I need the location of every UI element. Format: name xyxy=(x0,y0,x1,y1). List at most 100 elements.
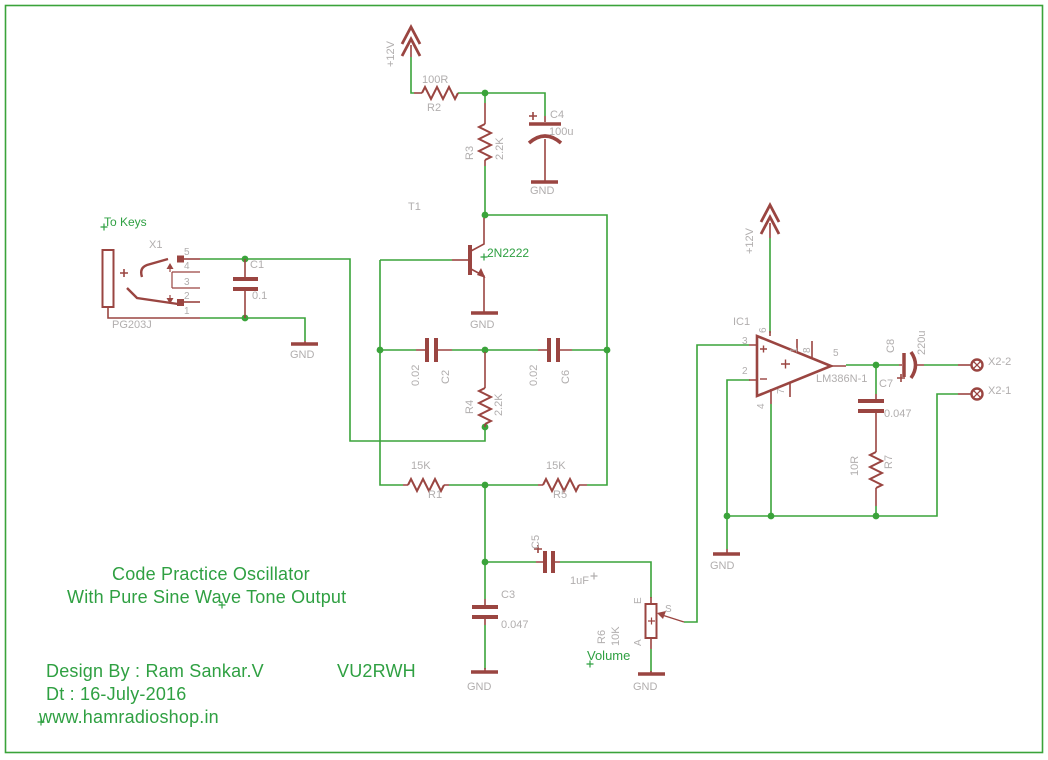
opamp-IC1[interactable] xyxy=(749,331,846,404)
label-ic1-value: LM386N-1 xyxy=(816,373,868,385)
resistor-R7[interactable] xyxy=(867,416,885,506)
plus-mark xyxy=(781,359,790,369)
capacitor-C1[interactable] xyxy=(233,259,258,318)
label-r6-top: E xyxy=(633,597,644,604)
label-x1-pin1: 1 xyxy=(184,306,190,317)
title-line1: Code Practice Oscillator xyxy=(112,564,310,584)
label-x1-pin2: 2 xyxy=(184,291,190,302)
label-c6-value: 0.02 xyxy=(528,364,540,386)
label-vcc: +12V xyxy=(385,41,397,67)
label-r6-wiper: S xyxy=(665,604,672,615)
callsign: VU2RWH xyxy=(337,661,416,681)
label-origin-cross xyxy=(37,223,594,726)
sheet-border xyxy=(4,4,1044,754)
label-r1-ref: R1 xyxy=(428,489,443,501)
label-gnd: GND xyxy=(470,319,495,331)
capacitor-C4[interactable] xyxy=(527,112,563,145)
label-gnd: GND xyxy=(633,681,658,693)
label-to-keys: To Keys xyxy=(104,215,147,229)
transistor-T1[interactable] xyxy=(452,218,486,302)
resistor-R4[interactable] xyxy=(476,352,494,427)
label-r3-ref: R3 xyxy=(464,145,476,160)
label-vcc: +12V xyxy=(744,228,756,254)
capacitor-C7[interactable] xyxy=(858,394,884,416)
label-c4-value: 100u xyxy=(549,126,574,138)
capacitor-C6[interactable] xyxy=(538,338,572,362)
label-ic1-pin6: 6 xyxy=(758,327,769,333)
label-ic1-pin2: 2 xyxy=(742,366,748,377)
pad-X2-1[interactable] xyxy=(958,387,984,401)
label-r2-ref: R2 xyxy=(427,102,442,114)
resistor-R1[interactable] xyxy=(403,476,449,494)
gnd-symbol[interactable] xyxy=(638,671,665,676)
plus-mark xyxy=(534,545,542,553)
label-x1-pin5: 5 xyxy=(184,247,190,258)
label-x2-1: X2-1 xyxy=(988,385,1012,397)
pad-X2-2[interactable] xyxy=(958,358,984,372)
label-c3-ref: C3 xyxy=(501,589,516,601)
label-r5-ref: R5 xyxy=(553,489,568,501)
label-c5-value: 1uF xyxy=(570,575,589,587)
label-x1-value: PG203J xyxy=(112,319,152,331)
plus-mark xyxy=(529,112,537,120)
label-c2-value: 0.02 xyxy=(410,364,422,386)
gnd-symbol[interactable] xyxy=(713,549,740,556)
label-t1-value: 2N2222 xyxy=(487,246,530,260)
label-gnd: GND xyxy=(290,349,315,361)
resistor-R3[interactable] xyxy=(476,103,494,166)
capacitor-C2[interactable] xyxy=(416,338,452,362)
label-r7-value: 10R xyxy=(849,455,861,476)
gnd-symbol[interactable] xyxy=(531,116,558,184)
plus-mark xyxy=(648,617,655,625)
potentiometer-R6[interactable] xyxy=(644,597,685,649)
label-r7-ref: R7 xyxy=(883,454,895,469)
capacitor-C3[interactable] xyxy=(472,599,498,625)
label-origin-cross xyxy=(590,572,598,580)
label-c3-value: 0.047 xyxy=(501,619,529,631)
label-ic1-pin3: 3 xyxy=(742,336,748,347)
label-c1-value: 0.1 xyxy=(252,290,268,302)
label-x1-pin3: 3 xyxy=(184,277,190,288)
label-t1-ref: T1 xyxy=(408,201,421,213)
label-x2-2: X2-2 xyxy=(988,356,1012,368)
vcc-arrow-icon[interactable] xyxy=(400,24,422,57)
label-c5-ref: C5 xyxy=(530,534,542,549)
label-c6-ref: C6 xyxy=(560,369,572,384)
plus-mark xyxy=(897,374,905,382)
resistor-R5[interactable] xyxy=(538,476,587,494)
website: www.hamradioshop.in xyxy=(39,707,219,727)
title-line2: With Pure Sine Wave Tone Output xyxy=(67,587,347,607)
label-c1-ref: C1 xyxy=(250,259,265,271)
label-x1-ref: X1 xyxy=(149,239,163,251)
label-ic1-pin1: 1 xyxy=(789,347,800,353)
capacitor-C8[interactable] xyxy=(897,351,924,382)
jack-X1[interactable] xyxy=(101,249,201,319)
label-c4-ref: C4 xyxy=(550,109,565,121)
label-c7-value: 0.047 xyxy=(884,408,912,420)
resistor-R2[interactable] xyxy=(414,84,459,102)
gnd-symbol[interactable] xyxy=(291,341,318,346)
wiper-arrow-icon xyxy=(657,611,666,619)
label-ic1-ref: IC1 xyxy=(733,316,751,328)
plus-mark xyxy=(120,269,128,277)
label-ic1-pin5: 5 xyxy=(833,348,839,359)
capacitor-C5[interactable] xyxy=(534,545,560,573)
net-wires[interactable] xyxy=(200,57,958,672)
gnd-symbol[interactable] xyxy=(471,668,498,674)
switch-arrow-down-icon xyxy=(166,298,174,304)
label-r6-bottom: A xyxy=(633,639,644,646)
label-volume: Volume xyxy=(587,648,631,663)
gnd-symbol[interactable] xyxy=(471,302,498,315)
label-c7-ref: C7 xyxy=(879,378,894,390)
label-ic1-pin7: 7 xyxy=(776,388,787,394)
label-r1-value: 15K xyxy=(411,460,431,472)
junction-dots xyxy=(241,89,880,566)
label-ic1-pin4: 4 xyxy=(756,403,767,409)
label-gnd: GND xyxy=(710,560,735,572)
vcc-arrow-icon[interactable] xyxy=(759,202,781,238)
label-r2-value: 100R xyxy=(422,74,449,86)
label-r6-ref: R6 xyxy=(596,629,608,644)
label-gnd: GND xyxy=(530,185,555,197)
